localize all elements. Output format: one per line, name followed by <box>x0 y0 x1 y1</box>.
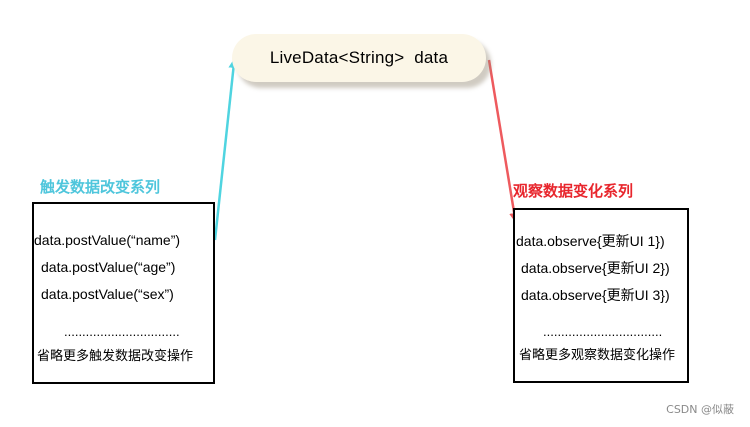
trigger-group-title: 触发数据改变系列 <box>40 178 161 196</box>
watermark: CSDN @似蔽 <box>666 403 734 416</box>
livedata-node: LiveData<String> data <box>232 34 486 82</box>
trigger-ellipsis: ................................ <box>64 324 180 339</box>
observe-group-title: 观察数据变化系列 <box>513 182 634 200</box>
trigger-box: data.postValue(“name”) data.postValue(“a… <box>32 202 215 384</box>
observe-ellipsis: ................................. <box>543 324 663 339</box>
observe-line-3: data.observe{更新UI 3}) <box>521 287 670 303</box>
trigger-line-sex: data.postValue(“sex”) <box>41 286 174 302</box>
livedata-label: LiveData<String> data <box>269 48 449 67</box>
observe-box: data.observe{更新UI 1}) data.observe{更新UI … <box>513 208 689 383</box>
trigger-note: 省略更多触发数据改变操作 <box>37 349 194 364</box>
trigger-line-age: data.postValue(“age”) <box>41 259 176 275</box>
observe-line-2: data.observe{更新UI 2}) <box>521 260 670 276</box>
observe-line-1: data.observe{更新UI 1}) <box>516 233 665 249</box>
observe-note: 省略更多观察数据变化操作 <box>519 348 676 363</box>
observe-arrow <box>487 59 520 223</box>
trigger-arrow <box>213 58 239 241</box>
trigger-line-name: data.postValue(“name”) <box>34 232 181 248</box>
